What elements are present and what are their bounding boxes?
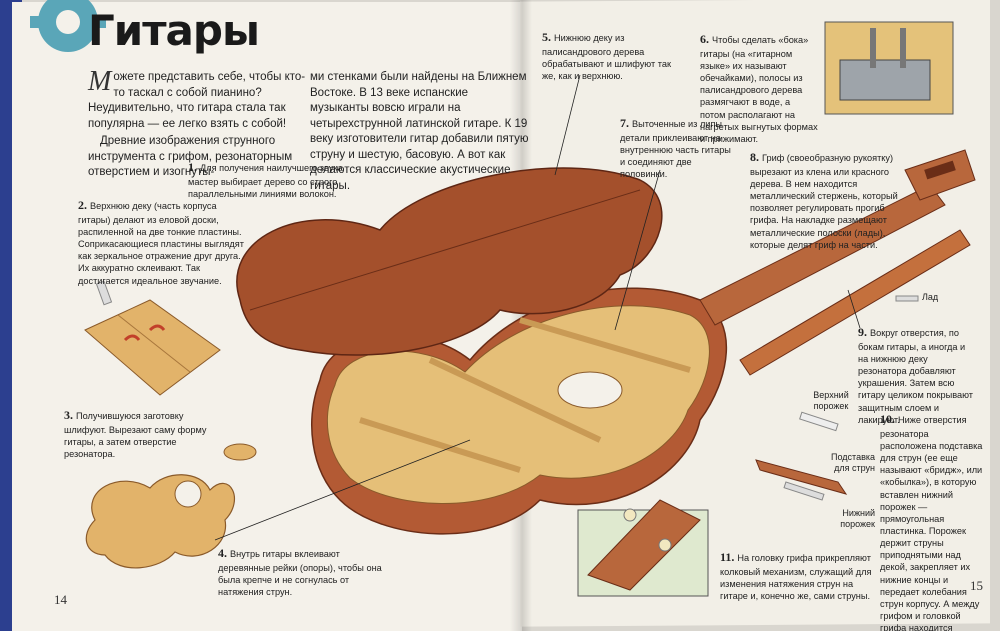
step-2: 2.Верхнюю деку (часть корпуса гитары) де… [78, 198, 244, 286]
step-5: 5.Нижнюю деку из палисандрового дерева о… [542, 30, 671, 82]
step-9: 9.Вокруг отверстия, по бокам гитары, а и… [858, 325, 974, 425]
step-10: 10.Ниже отверстия резонатора расположена… [880, 412, 983, 631]
label-upper-nut: Верхний порожек [813, 390, 849, 411]
page-number-left: 14 [54, 592, 67, 607]
intro-paragraph-2: Древние изображения струнного инструмент… [88, 135, 293, 179]
label-bridge: Подставка для струн [831, 452, 875, 473]
intro-column-2: ми стенками были найдены на Ближнем Вост… [310, 71, 529, 192]
label-frets: Лад [922, 292, 939, 302]
label-lower-nut: Нижний порожек [840, 508, 875, 529]
drop-cap: М [88, 66, 112, 97]
step-3: 3.Получившуюся заготовку шлифуют. Выреза… [64, 408, 207, 460]
step-7: 7.Выточенные из липы детали приклеивают … [620, 116, 731, 180]
step-8: 8.Гриф (своеобразную рукоятку) вырезают … [750, 150, 898, 250]
step-1: 1.Для получения наилучшего звука мастер … [188, 160, 343, 199]
step-6: 6.Чтобы сделать «бока» гитары (на «гитар… [700, 32, 818, 144]
intro-paragraph-1: ожете представить себе, чтобы кто-то тас… [88, 71, 306, 130]
page-number-right: 15 [970, 578, 983, 593]
step-11: 11.На головку грифа прикрепляют колковый… [720, 550, 872, 602]
page-title: Гитары [88, 6, 260, 55]
step-4: 4.Внутрь гитары вклеивают деревянные рей… [218, 546, 382, 598]
